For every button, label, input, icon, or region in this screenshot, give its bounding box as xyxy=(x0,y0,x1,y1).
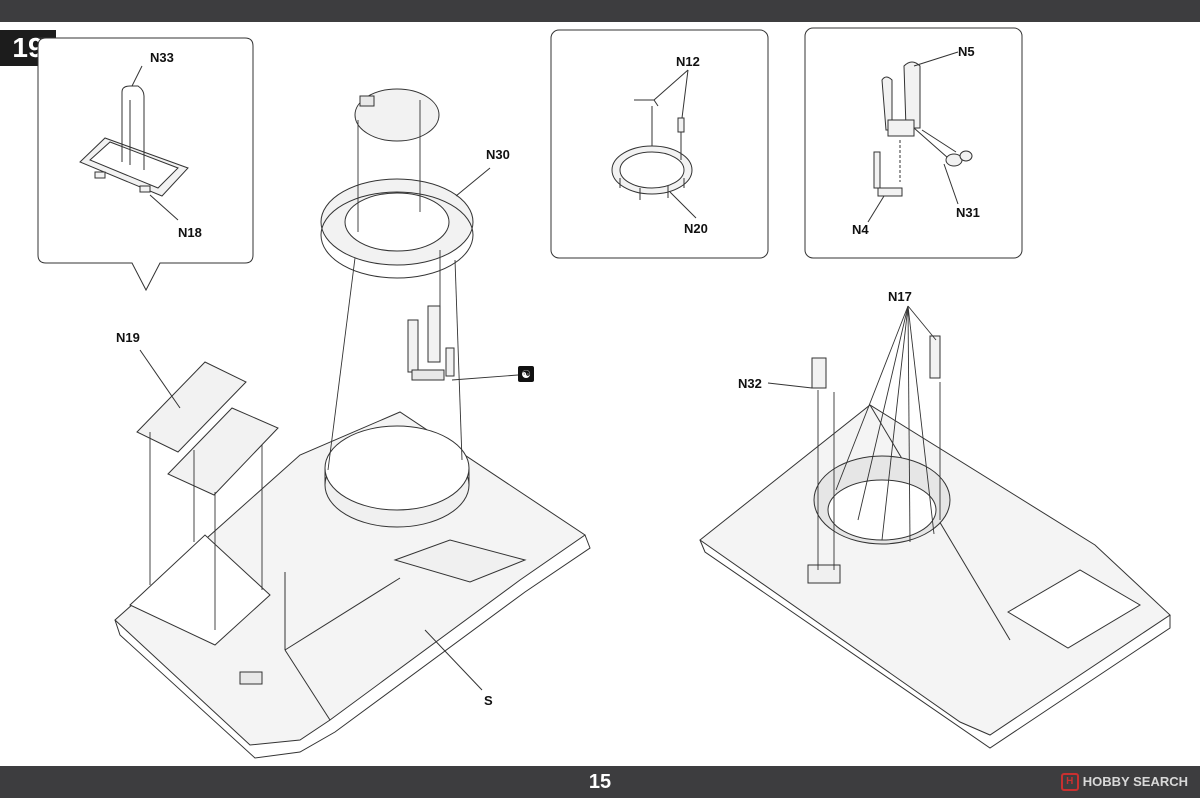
callout-n5 xyxy=(804,27,1023,259)
label-n12: N12 xyxy=(676,54,700,69)
bottom-bar xyxy=(0,766,1200,798)
page-number: 15 xyxy=(588,771,612,793)
label-n32: N32 xyxy=(738,376,762,391)
glue-icon xyxy=(518,366,534,382)
hatch-n18-drawing xyxy=(79,137,189,197)
label-n4: N4 xyxy=(852,222,869,237)
callout-n12 xyxy=(550,29,769,259)
top-bar xyxy=(0,0,1200,22)
label-n33: N33 xyxy=(150,50,174,65)
watermark-text: HOBBY SEARCH xyxy=(1082,774,1188,789)
label-n17: N17 xyxy=(888,289,912,304)
watermark: H HOBBY SEARCH xyxy=(1060,766,1188,798)
label-n19: N19 xyxy=(116,330,140,345)
label-n5: N5 xyxy=(958,44,975,59)
hull-right-drawing xyxy=(699,404,1171,736)
label-n31: N31 xyxy=(956,205,980,220)
label-n30: N30 xyxy=(486,147,510,162)
label-n18: N18 xyxy=(178,225,202,240)
label-s: S xyxy=(484,693,493,708)
hobby-search-logo-icon: H xyxy=(1060,773,1079,791)
label-n20: N20 xyxy=(684,221,708,236)
svg-text:☯: ☯ xyxy=(521,369,531,381)
handle-n33-drawing xyxy=(121,85,145,170)
